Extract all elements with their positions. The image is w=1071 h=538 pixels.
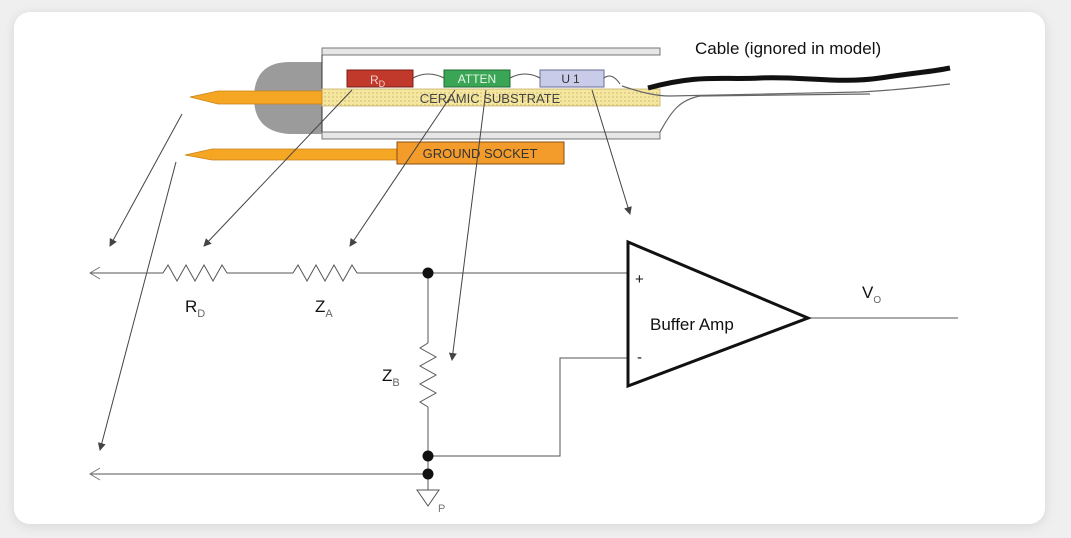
buffer-amp-triangle bbox=[626, 239, 813, 389]
atten-chip-label: ATTEN bbox=[458, 72, 496, 86]
cable-wire-thin bbox=[621, 83, 951, 97]
rd-chip-subscript: D bbox=[379, 79, 386, 89]
rd-label: R bbox=[185, 297, 197, 316]
zb-subscript: B bbox=[392, 377, 399, 389]
impedance-za bbox=[292, 263, 358, 283]
arrow-u1-to-amp bbox=[591, 89, 632, 215]
amp-plus-label: + bbox=[635, 271, 644, 288]
chip-interconnect bbox=[412, 73, 621, 85]
housing-bottom bbox=[321, 131, 661, 140]
ground-symbol bbox=[416, 489, 440, 507]
arrow-tip-to-input bbox=[109, 113, 183, 247]
za-label: Z bbox=[315, 297, 325, 316]
svg-text:RD: RD bbox=[185, 297, 205, 320]
ground-socket-pin bbox=[184, 148, 399, 161]
ceramic-substrate-label: CERAMIC SUBSTRATE bbox=[420, 91, 561, 106]
za-subscript: A bbox=[325, 308, 333, 320]
svg-text:RD: RD bbox=[370, 73, 386, 89]
impedance-zb bbox=[418, 342, 438, 408]
ground-socket bbox=[396, 141, 565, 165]
ground-p-label: P bbox=[438, 503, 445, 515]
ground-socket-label: GROUND SOCKET bbox=[423, 146, 538, 161]
u1-chip bbox=[539, 69, 605, 88]
svg-text:ZA: ZA bbox=[315, 297, 333, 320]
junction-node-top bbox=[422, 267, 434, 279]
ground-terminal-arrow bbox=[89, 467, 101, 481]
arrow-atten-to-za bbox=[349, 89, 456, 247]
junction-node-mid bbox=[422, 450, 434, 462]
cable-wire-ground bbox=[659, 93, 871, 133]
arrow-ground-socket-to-ground bbox=[97, 161, 177, 451]
u1-chip-label: U1 bbox=[561, 72, 582, 86]
rd-chip bbox=[346, 69, 414, 88]
junction-node-bottom bbox=[422, 468, 434, 480]
rd-chip-label: R bbox=[370, 73, 379, 87]
vo-label: V bbox=[862, 283, 874, 302]
cable-label: Cable (ignored in model) bbox=[695, 39, 881, 58]
buffer-amp-label: Buffer Amp bbox=[650, 315, 734, 334]
atten-chip bbox=[443, 69, 511, 88]
svg-text:VO: VO bbox=[862, 283, 881, 306]
arrow-atten-to-zb bbox=[448, 89, 487, 361]
mapping-arrows bbox=[97, 89, 632, 451]
schematic-wires bbox=[90, 263, 958, 490]
svg-text:ZB: ZB bbox=[382, 366, 400, 389]
cable-wire-thick bbox=[647, 65, 951, 91]
wire-minus-feedback bbox=[428, 357, 628, 457]
housing-top bbox=[321, 47, 661, 56]
probe-tip bbox=[189, 90, 323, 105]
amp-minus-label: - bbox=[637, 349, 642, 366]
resistor-rd bbox=[162, 263, 228, 283]
vo-subscript: O bbox=[873, 295, 881, 306]
rd-subscript: D bbox=[197, 308, 205, 320]
zb-label: Z bbox=[382, 366, 392, 385]
arrow-rd-chip-to-rd bbox=[203, 89, 353, 247]
input-terminal-arrow bbox=[89, 266, 101, 280]
